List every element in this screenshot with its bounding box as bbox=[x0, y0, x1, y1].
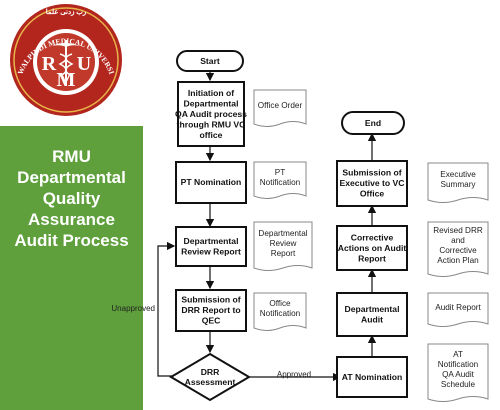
logo-initial-r: R bbox=[42, 53, 57, 75]
edge-label-approved: Approved bbox=[277, 370, 311, 379]
sidebar: رب زدنی علما RAWALPINDI MEDICAL UNIVERSI… bbox=[0, 0, 143, 410]
process-departmental-audit bbox=[336, 292, 408, 337]
edge-label-unapproved: Unapproved bbox=[111, 304, 155, 313]
university-logo: رب زدنی علما RAWALPINDI MEDICAL UNIVERSI… bbox=[0, 0, 122, 116]
caduceus-icon bbox=[52, 40, 80, 86]
logo-area: رب زدنی علما RAWALPINDI MEDICAL UNIVERSI… bbox=[0, 0, 143, 126]
document-right-label-2: Audit Report bbox=[435, 303, 481, 312]
flow-connectors bbox=[157, 71, 377, 382]
decision-drr-assessment bbox=[169, 352, 251, 402]
process-corrective-actions bbox=[336, 225, 408, 271]
start-terminal bbox=[176, 50, 244, 72]
process-submission-executive bbox=[336, 160, 408, 207]
title-panel bbox=[0, 126, 143, 410]
document-shapes bbox=[253, 89, 489, 402]
end-label: End bbox=[365, 118, 381, 128]
left-step-label-1: PT Nomination bbox=[181, 177, 242, 187]
process-at-nomination bbox=[336, 356, 408, 398]
doc-executive-summary bbox=[427, 162, 489, 203]
process-departmental-review bbox=[175, 226, 247, 267]
doc-office-order bbox=[253, 89, 307, 127]
logo-initial-u: U bbox=[77, 53, 91, 75]
doc-departmental-review bbox=[253, 221, 313, 271]
doc-pt-notification bbox=[253, 161, 307, 199]
end-terminal bbox=[341, 111, 405, 135]
logo-arabic-motto: رب زدنی علما bbox=[46, 8, 87, 16]
document-left-label-0: Office Order bbox=[258, 101, 303, 110]
panel-title: RMU Departmental Quality Assurance Audit… bbox=[14, 147, 129, 250]
process-pt-nomination bbox=[175, 161, 247, 204]
doc-at-notification bbox=[427, 343, 489, 402]
process-submission-drr bbox=[175, 289, 247, 332]
start-label: Start bbox=[200, 56, 220, 66]
doc-revised-drr bbox=[427, 221, 489, 277]
doc-office-notification bbox=[253, 292, 307, 331]
logo-initial-m: M bbox=[57, 69, 76, 91]
right-step-label-0: AT Nomination bbox=[342, 372, 402, 382]
process-initiation bbox=[177, 81, 245, 147]
doc-audit-report bbox=[427, 292, 489, 327]
